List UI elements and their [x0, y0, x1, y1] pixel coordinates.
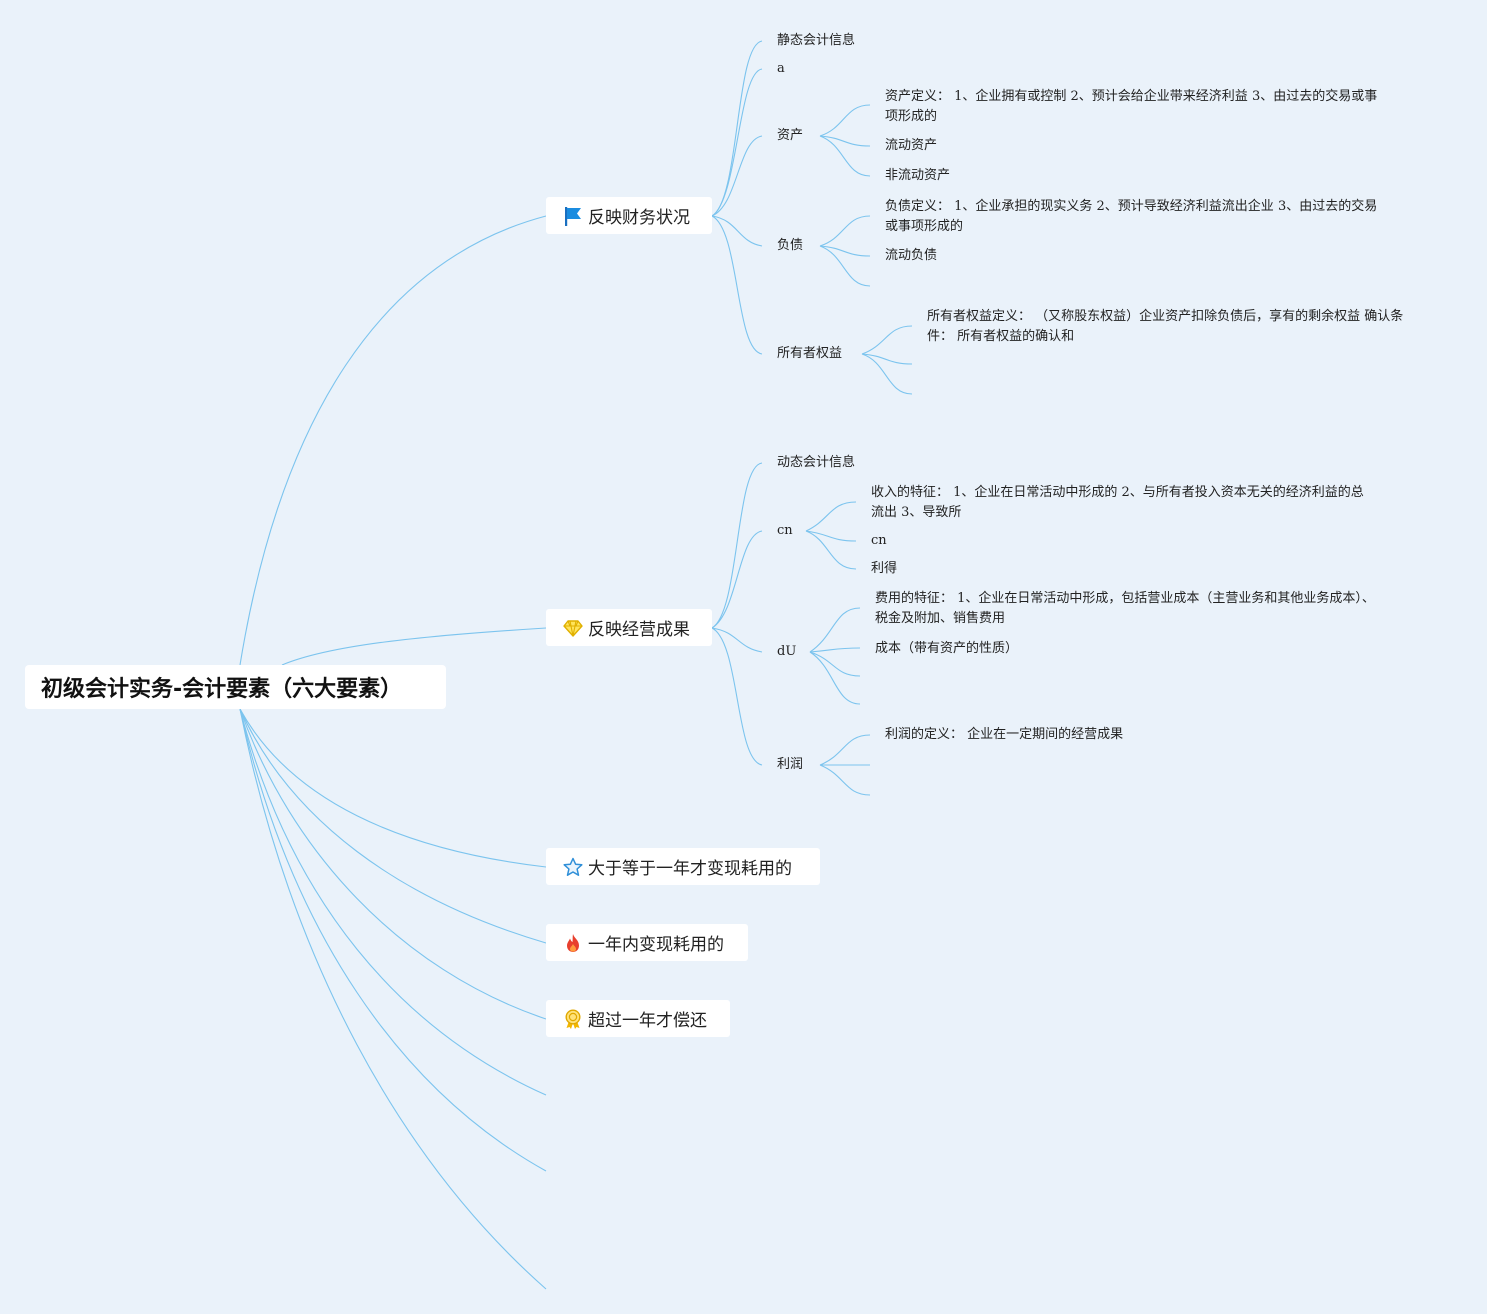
- node-assets[interactable]: 资产: [777, 128, 804, 143]
- branch-within-one-year[interactable]: 一年内变现耗用的: [546, 924, 748, 961]
- node-a[interactable]: a: [777, 61, 785, 76]
- link-assets-current: [819, 135, 871, 147]
- branch-operating-results-label: 反映经营成果: [588, 620, 690, 640]
- link-cn-gains: [805, 530, 857, 570]
- link-equity-empty-1: [861, 353, 913, 365]
- node-cn-child[interactable]: cn: [871, 533, 887, 548]
- link-du-cost: [809, 647, 861, 653]
- link-root-b3: [239, 708, 547, 868]
- fire-icon: [562, 932, 584, 954]
- link-root-empty-3: [239, 708, 547, 1290]
- link-du-empty-2: [809, 651, 861, 705]
- node-equity-definition[interactable]: 所有者权益定义： （又称股东权益）企业资产扣除负债后，享有的剩余权益 确认条件：…: [927, 309, 1404, 344]
- link-b1-equity: [711, 215, 763, 355]
- branch-repay-over-one-year-label: 超过一年才偿还: [588, 1011, 707, 1031]
- link-liab-def: [819, 215, 871, 247]
- node-gains[interactable]: 利得: [871, 561, 898, 576]
- node-current-liabilities[interactable]: 流动负债: [885, 248, 938, 263]
- branch-operating-results[interactable]: 反映经营成果: [546, 609, 712, 646]
- link-b1-assets: [711, 135, 763, 217]
- branch-within-one-year-label: 一年内变现耗用的: [588, 935, 724, 955]
- link-b2-profit: [711, 627, 763, 766]
- node-dynamic-info[interactable]: 动态会计信息: [777, 455, 856, 470]
- node-cn[interactable]: cn: [777, 523, 793, 538]
- link-b2-cn: [711, 530, 763, 629]
- node-du[interactable]: dU: [777, 644, 797, 659]
- link-profit-def: [819, 734, 871, 766]
- node-noncurrent-assets[interactable]: 非流动资产: [885, 168, 951, 183]
- link-root-empty-1: [239, 708, 547, 1096]
- node-revenue-definition[interactable]: 收入的特征： 1、企业在日常活动中形成的 2、与所有者投入资本无关的经济利益的总…: [871, 485, 1364, 520]
- link-cn-def: [805, 501, 857, 532]
- node-cost[interactable]: 成本（带有资产的性质）: [875, 641, 1019, 656]
- link-profit-empty-2: [819, 764, 871, 796]
- node-liability-definition[interactable]: 负债定义： 1、企业承担的现实义务 2、预计导致经济利益流出企业 3、由过去的交…: [885, 199, 1378, 234]
- node-expense-definition[interactable]: 费用的特征： 1、企业在日常活动中形成，包括营业成本（主营业务和其他业务成本）、…: [875, 591, 1375, 626]
- link-root-b1: [239, 215, 547, 666]
- link-du-empty-1: [809, 651, 861, 677]
- branch-repay-over-one-year[interactable]: 超过一年才偿还: [546, 1000, 730, 1037]
- link-assets-def: [819, 104, 871, 137]
- root-topic-label: 初级会计实务-会计要素（六大要素）: [41, 677, 403, 702]
- link-cn-cn: [805, 530, 857, 542]
- node-profit[interactable]: 利润: [777, 757, 804, 772]
- branch-financial-position[interactable]: 反映财务状况: [546, 197, 712, 234]
- link-liab-empty: [819, 245, 871, 287]
- node-liabilities[interactable]: 负债: [777, 238, 804, 253]
- link-root-empty-2: [239, 708, 547, 1172]
- node-owners-equity[interactable]: 所有者权益: [777, 346, 843, 361]
- branch-over-one-year-label: 大于等于一年才变现耗用的: [588, 859, 792, 879]
- link-du-def: [809, 607, 861, 653]
- link-b2-dynamic: [711, 462, 763, 629]
- root-topic[interactable]: 初级会计实务-会计要素（六大要素）: [25, 665, 446, 709]
- link-root-b2: [281, 627, 547, 666]
- link-b1-liab: [711, 215, 763, 247]
- flag-icon: [562, 205, 584, 227]
- link-equity-def: [861, 325, 913, 355]
- link-b1-static: [711, 40, 763, 217]
- link-equity-empty-2: [861, 353, 913, 395]
- link-b1-a: [711, 68, 763, 217]
- link-root-b4: [239, 708, 547, 944]
- node-profit-definition[interactable]: 利润的定义： 企业在一定期间的经营成果: [885, 727, 1124, 742]
- node-asset-definition[interactable]: 资产定义： 1、企业拥有或控制 2、预计会给企业带来经济利益 3、由过去的交易或…: [885, 89, 1378, 124]
- link-root-b5: [239, 708, 547, 1020]
- node-current-assets[interactable]: 流动资产: [885, 138, 938, 153]
- star-icon: [562, 856, 584, 878]
- node-static-info[interactable]: 静态会计信息: [777, 33, 856, 48]
- award-icon: [562, 1008, 584, 1030]
- branch-over-one-year[interactable]: 大于等于一年才变现耗用的: [546, 848, 820, 885]
- link-liab-current: [819, 245, 871, 257]
- link-b2-du: [711, 627, 763, 653]
- branch-financial-position-label: 反映财务状况: [588, 208, 690, 228]
- link-assets-noncurrent: [819, 135, 871, 177]
- diamond-icon: [562, 617, 584, 639]
